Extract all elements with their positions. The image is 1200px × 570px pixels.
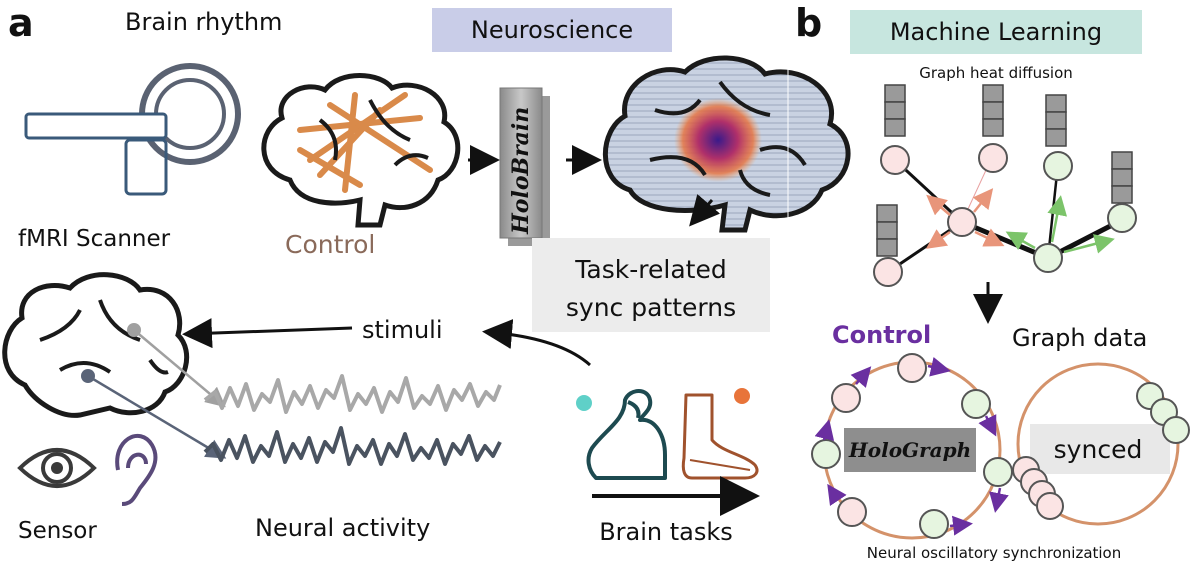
sensor-label: Sensor (18, 518, 97, 544)
orange-dot (734, 388, 750, 404)
signal-stacks (876, 84, 1133, 257)
holograph-box (844, 428, 976, 472)
panel-a-letter: a (8, 1, 34, 45)
task-sync-line2: sync patterns (566, 293, 736, 322)
synced-label: synced (1054, 435, 1143, 464)
control-label-a: Control (285, 230, 375, 259)
arrow-tasks-to-stimuli (482, 319, 592, 367)
dark-probe-line (87, 374, 227, 459)
dark-neural-wave (203, 426, 502, 466)
arrow-stimuli-to-brain (182, 318, 353, 349)
neural-sync-label: Neural oscillatory synchronization (867, 544, 1122, 562)
arm-flex-icon (586, 389, 667, 480)
neural-activity-label: Neural activity (255, 514, 430, 542)
brain-tasks-label: Brain tasks (599, 518, 733, 546)
panel-b-letter: b (795, 1, 822, 45)
holobrain-label: HoloBrain (508, 107, 534, 235)
holobrain-block (499, 87, 550, 246)
synced-cluster-bottom (1012, 456, 1064, 520)
control-ring-arrows (814, 356, 1009, 536)
ear-icon (115, 433, 158, 506)
neuroscience-label: Neuroscience (471, 16, 633, 44)
synced-box (1030, 424, 1170, 474)
connectivity-brain-icon (261, 73, 461, 228)
task-sync-box (532, 238, 770, 332)
ml-label: Machine Learning (890, 18, 1102, 46)
neuroscience-badge (432, 8, 672, 52)
ml-badge (850, 10, 1142, 54)
fmri-scanner-icon (24, 63, 241, 196)
graph-heat-label: Graph heat diffusion (919, 64, 1073, 82)
fmri-scanner-label: fMRI Scanner (18, 226, 171, 252)
graph-data-label: Graph data (1012, 324, 1147, 352)
control-label-b: Control (832, 321, 931, 349)
task-sync-line1: Task-related (574, 255, 726, 284)
holograph-label: HoloGraph (848, 438, 971, 462)
graph-edges (887, 154, 1124, 274)
gray-probe-line (133, 329, 226, 408)
synced-ring (1016, 362, 1180, 526)
sensor-brain-icon (2, 272, 190, 418)
gray-neural-wave (203, 374, 502, 414)
brain-rhythm-title: Brain rhythm (125, 8, 282, 36)
control-ring-nodes (811, 353, 1013, 539)
stimuli-label: stimuli (362, 316, 443, 344)
foot-icon (681, 393, 759, 480)
arrow-heatbrain-to-sync (689, 194, 721, 227)
task-heat-brain-icon (603, 55, 851, 233)
heat-graph-nodes (873, 143, 1137, 287)
teal-dot (576, 395, 592, 411)
eye-icon (17, 448, 97, 488)
synced-cluster-top (1136, 382, 1190, 444)
heat-arrows (925, 188, 1115, 254)
